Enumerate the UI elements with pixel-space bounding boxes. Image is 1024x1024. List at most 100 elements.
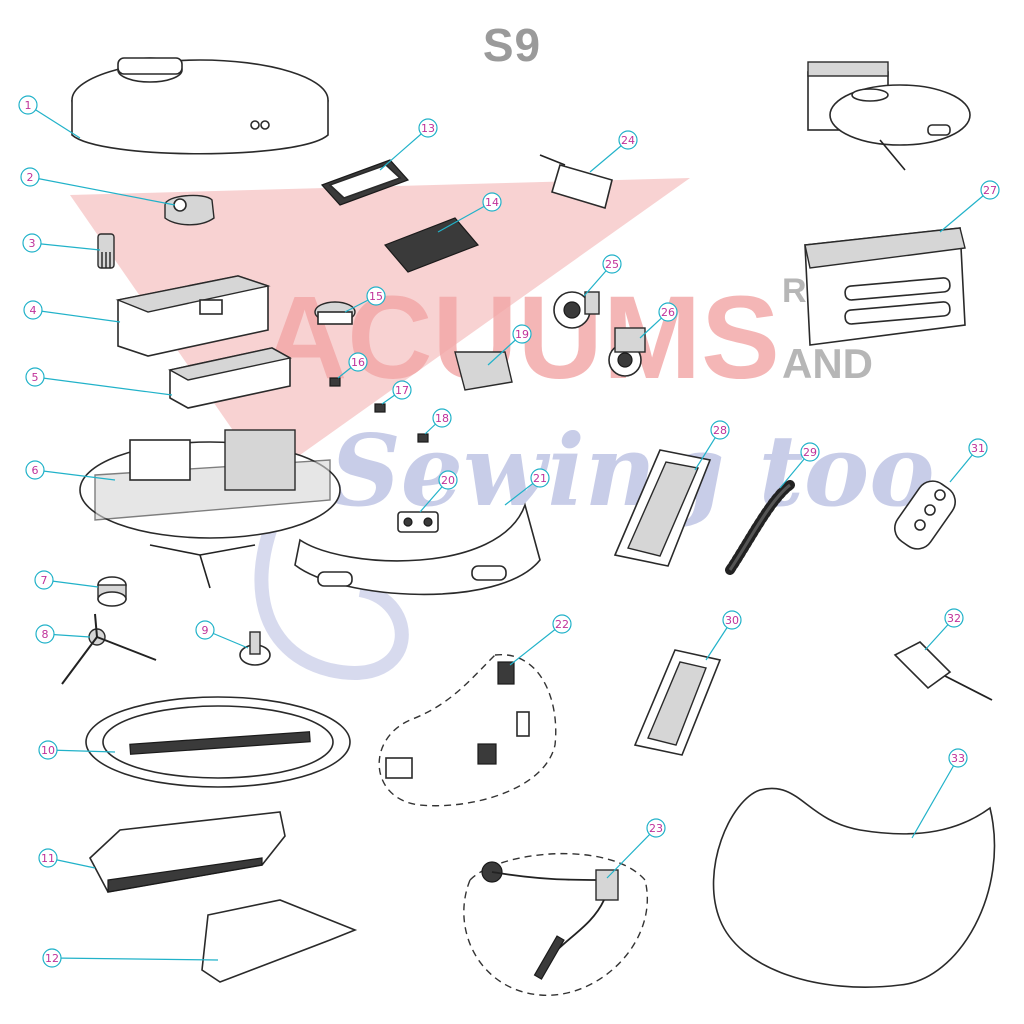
- callout-number-4: 4: [30, 304, 37, 317]
- callout-number-15: 15: [369, 290, 383, 303]
- callout-badge-27: [980, 180, 1000, 200]
- callout-leader-4: [32, 309, 121, 323]
- callout-badge-10: [38, 740, 58, 760]
- part-2-lidar-module: [164, 194, 215, 226]
- part-11-mop-module: [89, 811, 286, 893]
- part-31-remote: [894, 480, 956, 550]
- callout-badge-29: [800, 442, 820, 462]
- callout-leader-23: [606, 827, 657, 879]
- callout-badge-13: [418, 118, 438, 138]
- part-28-brush-frame: [613, 449, 712, 567]
- callout-number-32: 32: [947, 612, 961, 625]
- part-26-wheel: [608, 327, 646, 377]
- watermark-script: Sewing too: [330, 414, 935, 529]
- part-14-filter: [383, 217, 480, 273]
- callout-number-6: 6: [32, 464, 39, 477]
- callout-number-8: 8: [42, 628, 49, 641]
- part-23-harness: [463, 852, 648, 996]
- part-27-station-bin: [804, 227, 966, 346]
- callout-number-2: 2: [27, 171, 34, 184]
- callout-number-27: 27: [983, 184, 997, 197]
- callout-number-30: 30: [725, 614, 739, 627]
- part-17-sensor: [374, 403, 386, 413]
- part-24-roller: [539, 154, 613, 210]
- callout-number-28: 28: [713, 424, 727, 437]
- part-3-clip: [97, 233, 115, 269]
- part-32-power-adapter: [893, 641, 993, 701]
- callout-badge-15: [366, 286, 386, 306]
- callout-badge-28: [710, 420, 730, 440]
- part-19-sensor-board: [454, 351, 513, 391]
- callout-badge-6: [25, 460, 45, 480]
- watermark-r: R: [782, 272, 807, 310]
- part-12-mop-cloth: [201, 899, 358, 983]
- callout-badge-25: [602, 254, 622, 274]
- callout-number-18: 18: [435, 412, 449, 425]
- callout-leader-2: [29, 176, 176, 206]
- callout-badge-7: [34, 570, 54, 590]
- callout-badge-5: [25, 367, 45, 387]
- callout-number-29: 29: [803, 446, 817, 459]
- callout-leader-10: [47, 749, 116, 753]
- callout-number-19: 19: [515, 328, 529, 341]
- callout-number-5: 5: [32, 371, 39, 384]
- callout-number-10: 10: [41, 744, 55, 757]
- callout-leader-27: [939, 189, 991, 233]
- callout-badge-30: [722, 610, 742, 630]
- part-8-side-brush: [61, 613, 157, 685]
- part-10-bottom-plate: [85, 696, 351, 788]
- callout-badge-33: [948, 748, 968, 768]
- callout-number-16: 16: [351, 356, 365, 369]
- callout-number-13: 13: [421, 122, 435, 135]
- callout-badge-24: [618, 130, 638, 150]
- callout-badge-16: [348, 352, 368, 372]
- part-22-clips: [378, 654, 557, 807]
- callout-leader-3: [31, 242, 101, 251]
- callout-number-24: 24: [621, 134, 635, 147]
- part-5-battery-cover: [168, 347, 292, 409]
- callout-number-17: 17: [395, 384, 409, 397]
- callout-badge-11: [38, 848, 58, 868]
- part-1-top-cover: [71, 57, 329, 155]
- part-33-floor-mat: [712, 787, 996, 988]
- callout-badge-12: [42, 948, 62, 968]
- dock-station-illustration: [807, 61, 971, 171]
- part-9-brush-hub: [239, 631, 271, 666]
- callout-leader-12: [51, 957, 219, 961]
- part-6-chassis: [79, 429, 341, 589]
- callout-leader-5: [34, 376, 173, 396]
- callout-badge-18: [432, 408, 452, 428]
- callout-number-11: 11: [41, 852, 55, 865]
- callout-number-25: 25: [605, 258, 619, 271]
- callout-badge-21: [530, 468, 550, 488]
- callout-number-31: 31: [971, 442, 985, 455]
- callout-badge-19: [512, 324, 532, 344]
- part-4-bin-housing: [115, 275, 271, 357]
- callout-badge-14: [482, 192, 502, 212]
- callout-number-33: 33: [951, 752, 965, 765]
- part-16-sensor: [329, 377, 341, 387]
- callout-number-9: 9: [202, 624, 209, 637]
- callout-badge-23: [646, 818, 666, 838]
- callout-badge-32: [944, 608, 964, 628]
- part-25-wheel: [553, 291, 600, 329]
- callout-number-21: 21: [533, 472, 547, 485]
- callout-badge-3: [22, 233, 42, 253]
- callout-badge-2: [20, 167, 40, 187]
- callout-number-12: 12: [45, 952, 59, 965]
- part-21-bumper: [294, 502, 541, 596]
- part-29-main-brush: [725, 480, 795, 575]
- callout-leader-13: [379, 127, 429, 171]
- part-20-ir-panel: [397, 511, 439, 533]
- callout-badge-22: [552, 614, 572, 634]
- callout-number-3: 3: [29, 237, 36, 250]
- callout-leader-33: [911, 757, 959, 839]
- watermark-and: AND: [782, 340, 873, 387]
- callout-leader-6: [34, 469, 116, 481]
- callout-badge-1: [18, 95, 38, 115]
- callout-badge-20: [438, 470, 458, 490]
- callout-number-7: 7: [41, 574, 48, 587]
